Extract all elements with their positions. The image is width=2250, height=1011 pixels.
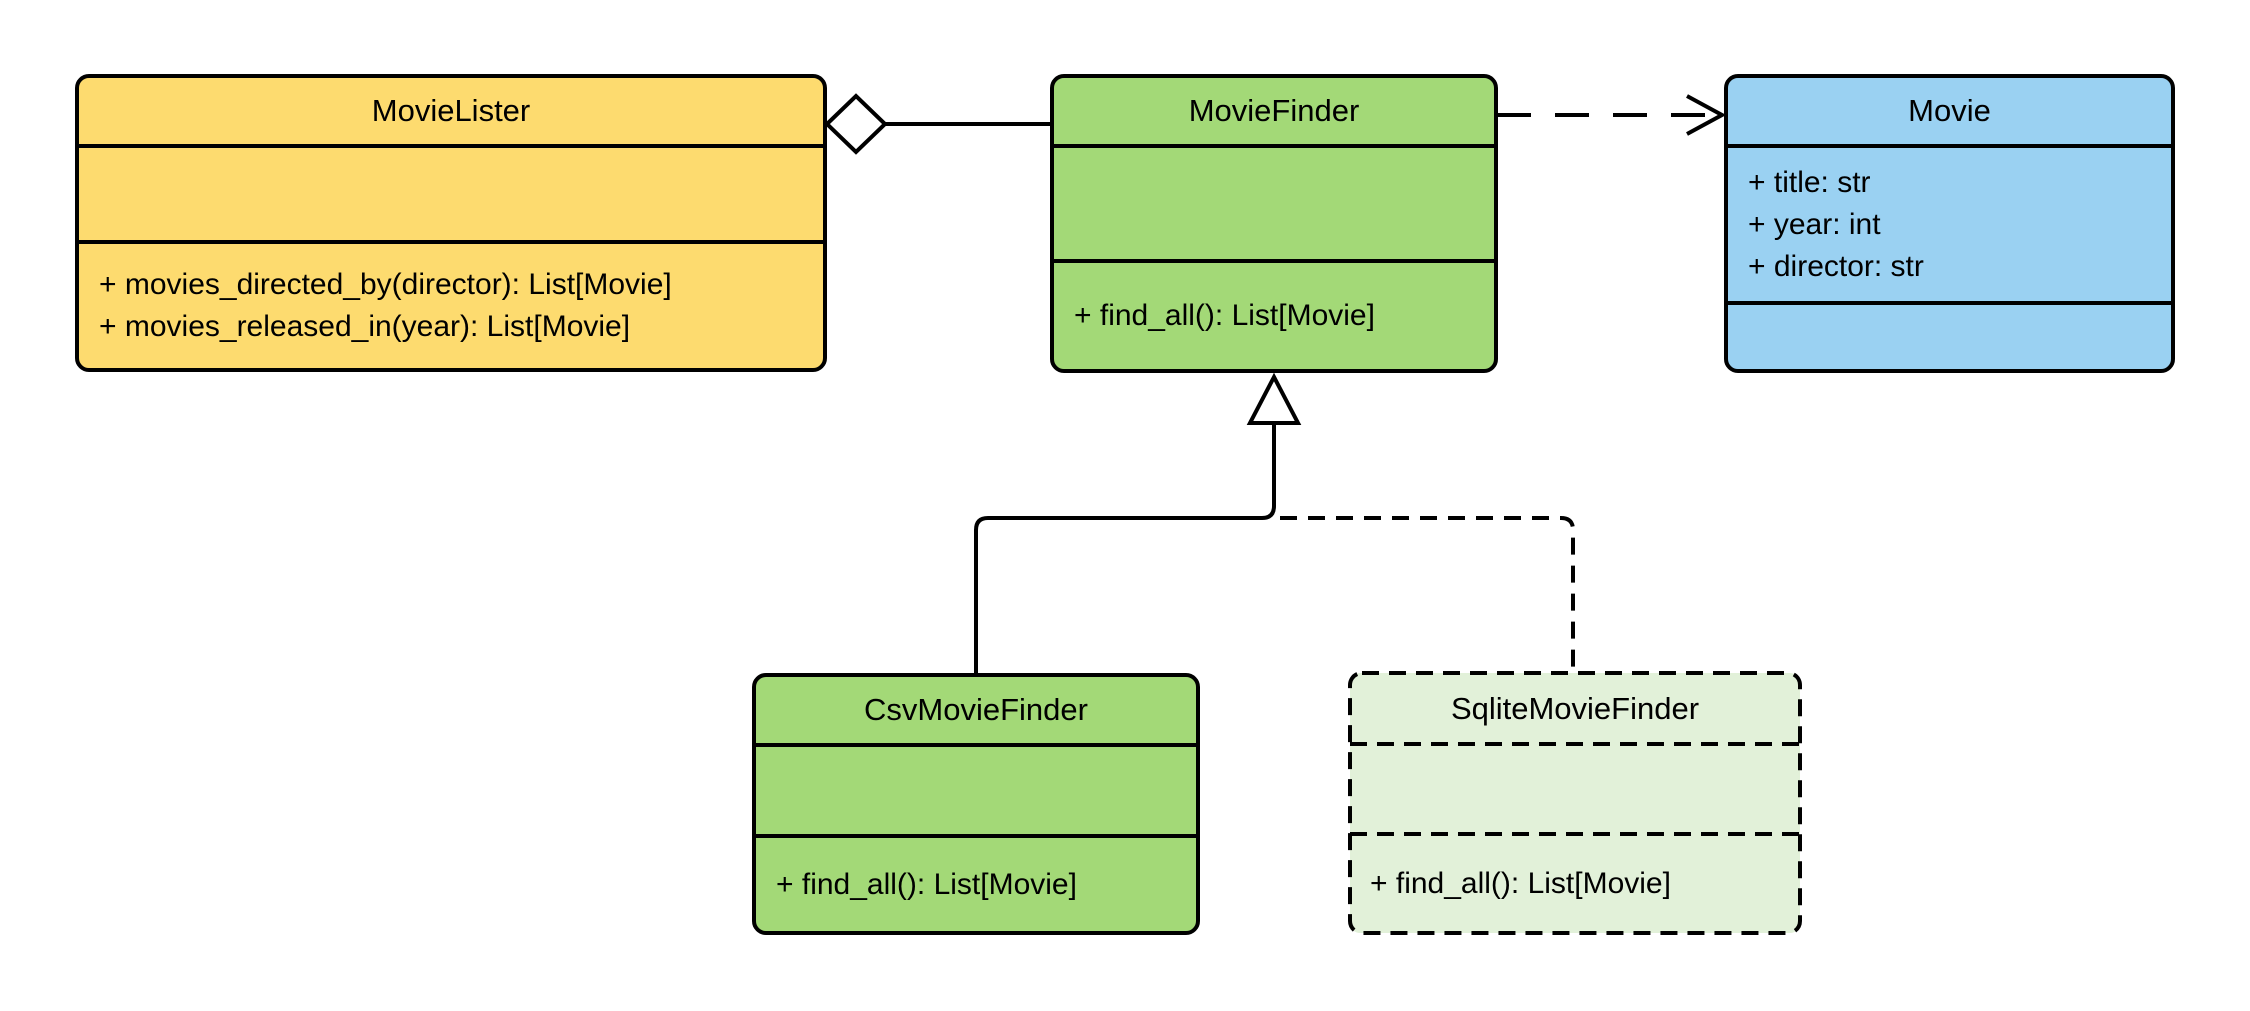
class-box-csvmoviefinder: CsvMovieFinder + find_all(): List[Movie] [752,673,1200,935]
class-title-csvmoviefinder: CsvMovieFinder [756,677,1196,747]
generalization-triangle-icon [1246,372,1302,425]
class-title-sqlitemoviefinder: SqliteMovieFinder [1450,690,1700,726]
methods-compartment-csvmoviefinder: + find_all(): List[Movie] [756,838,1196,931]
method-line: + find_all(): List[Movie] [1074,299,1375,332]
attributes-compartment-sqlitemoviefinder [1350,744,1800,834]
generalization-line-sqlitemoviefinder [1280,516,1575,675]
attributes-compartment-moviefinder [1054,148,1494,263]
class-box-sqlitemoviefinder: SqliteMovieFinder + find_all(): List[Mov… [1350,673,1800,933]
attributes-compartment-movielister [79,148,823,244]
attribute-line: + year: int [1748,207,1881,241]
aggregation-diamond-icon [824,93,888,155]
attribute-line: + title: str [1748,165,1871,199]
method-line: + find_all(): List[Movie] [776,867,1077,901]
methods-compartment-movielister: + movies_directed_by(director): List[Mov… [79,244,823,368]
method-line: + movies_released_in(year): List[Movie] [99,310,631,343]
class-box-moviefinder: MovieFinder + find_all(): List[Movie] [1050,74,1498,373]
class-box-movielister: MovieLister + movies_directed_by(directo… [75,74,827,372]
attributes-compartment-csvmoviefinder [756,747,1196,838]
method-line: + find_all(): List[Movie] [1370,866,1671,900]
attributes-compartment-movie: + title: str + year: int + director: str [1728,148,2171,305]
methods-compartment-movie [1728,305,2171,369]
generalization-line-csvmoviefinder [974,423,1276,675]
class-title-movie: Movie [1728,78,2171,148]
methods-compartment-sqlitemoviefinder: + find_all(): List[Movie] [1350,834,1800,933]
method-line: + movies_directed_by(director): List[Mov… [99,268,672,301]
methods-compartment-moviefinder: + find_all(): List[Movie] [1054,263,1494,369]
class-title-moviefinder: MovieFinder [1054,78,1494,148]
class-title-movielister: MovieLister [79,78,823,148]
dependency-open-arrow-icon [1686,94,1727,136]
attribute-line: + director: str [1748,249,1924,283]
class-box-movie: Movie + title: str + year: int + directo… [1724,74,2175,373]
